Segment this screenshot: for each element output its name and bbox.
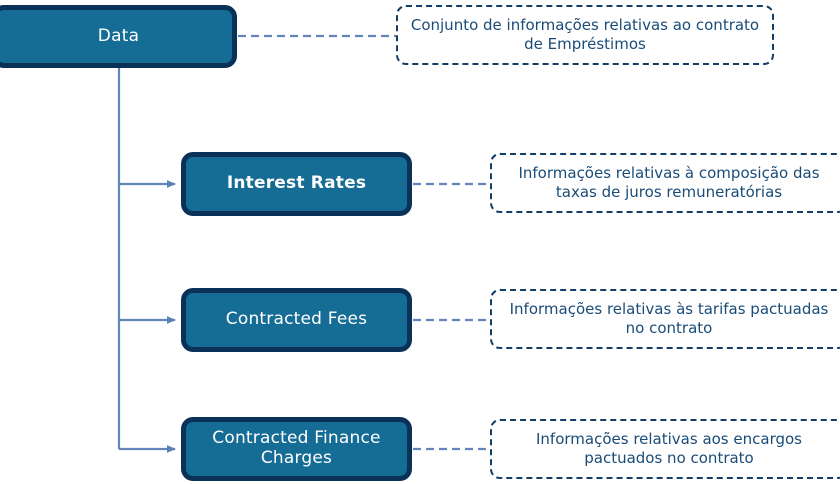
note-interest-rates-text: Informações relativas à composição das t… [518,163,820,202]
node-data[interactable]: Data [0,5,237,68]
node-contracted-finance-charges[interactable]: Contracted Finance Charges [181,417,412,481]
note-contracted-finance-charges: Informações relativas aos encargos pactu… [490,419,840,479]
note-data-text: Conjunto de informações relativas ao con… [410,15,760,54]
note-contracted-fees: Informações relativas às tarifas pactuad… [490,289,840,349]
node-data-label: Data [97,25,140,46]
node-interest-rates[interactable]: Interest Rates [181,152,412,216]
note-contracted-fees-text: Informações relativas às tarifas pactuad… [509,299,829,338]
node-contracted-finance-charges-label: Contracted Finance Charges [212,428,381,468]
node-contracted-fees-label: Contracted Fees [225,309,368,330]
node-interest-rates-label: Interest Rates [226,173,367,194]
note-contracted-finance-charges-text: Informações relativas aos encargos pactu… [535,429,802,468]
node-contracted-fees[interactable]: Contracted Fees [181,288,412,352]
note-interest-rates: Informações relativas à composição das t… [490,153,840,213]
note-data: Conjunto de informações relativas ao con… [396,5,774,65]
